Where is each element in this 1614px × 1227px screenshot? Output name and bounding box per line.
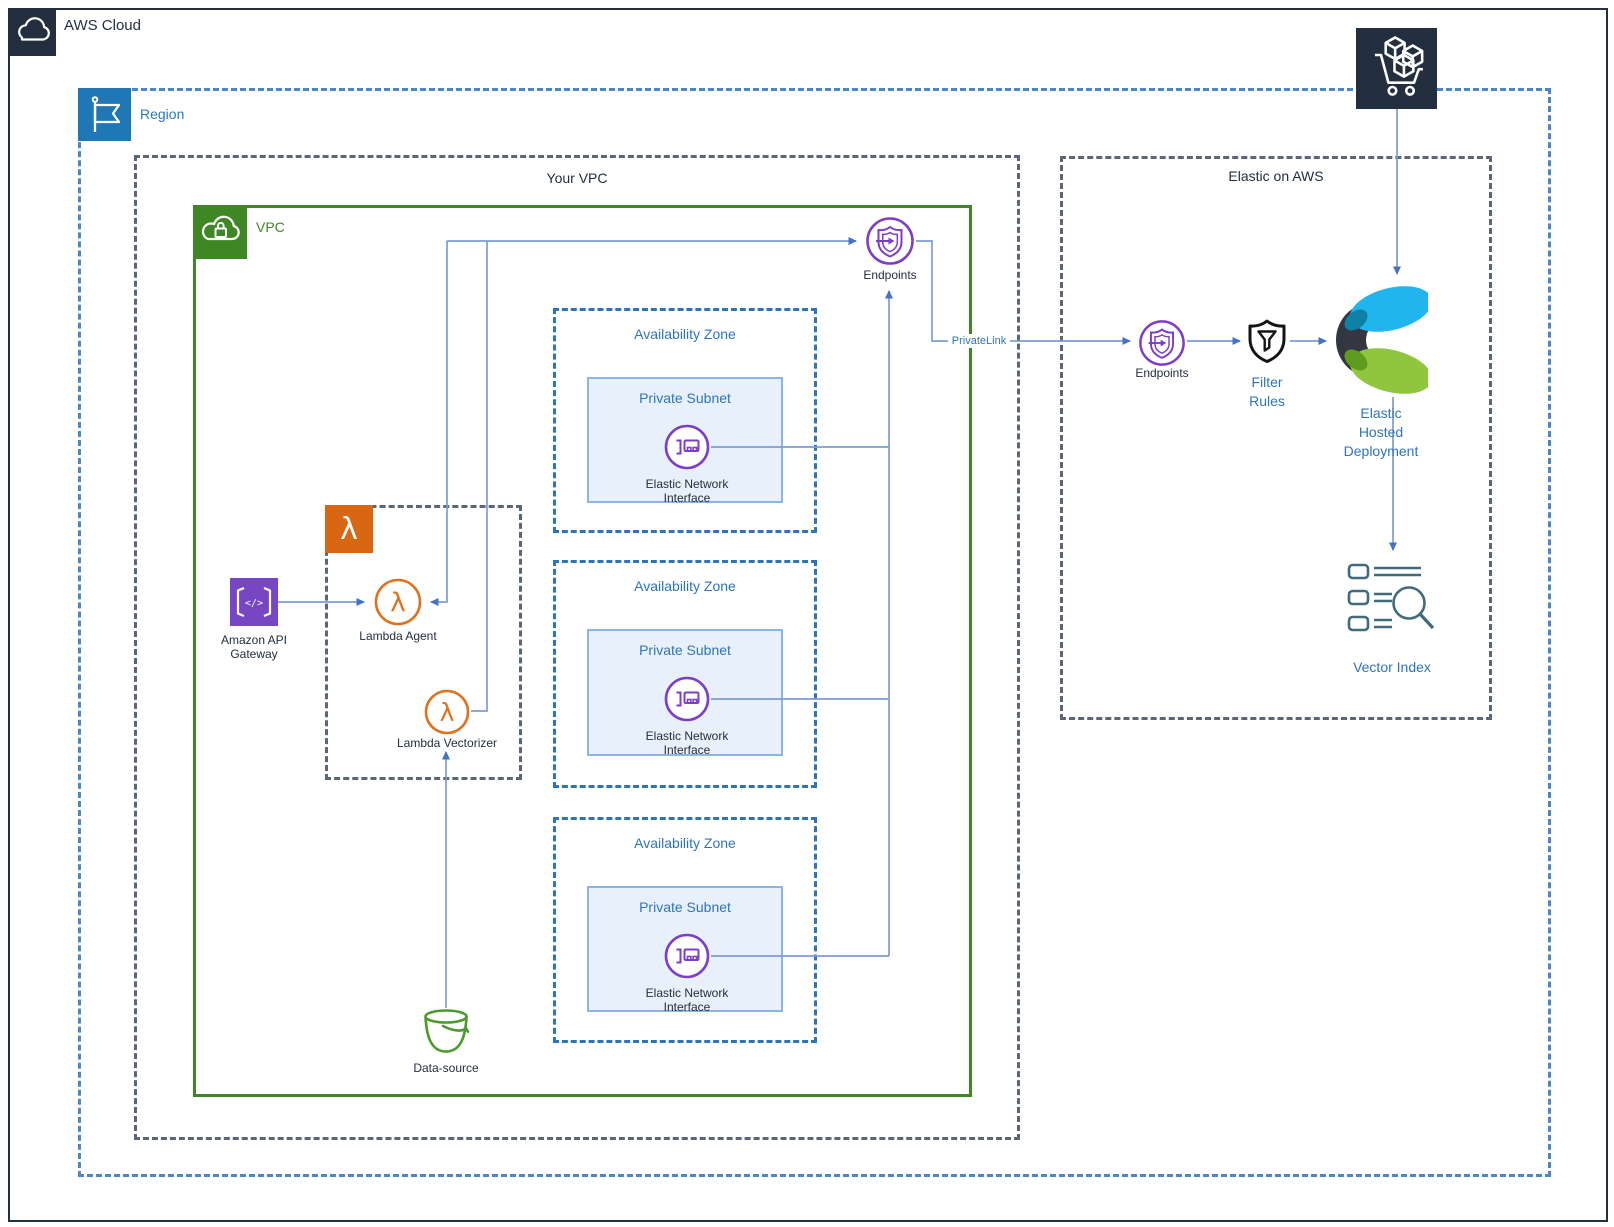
- lambda-icon: λ: [325, 505, 373, 553]
- az1-title: Availability Zone: [634, 326, 736, 342]
- elastic-on-aws-title: Elastic on AWS: [1228, 168, 1324, 184]
- data-source-icon: [420, 1006, 472, 1058]
- aws-cloud-label: AWS Cloud: [64, 17, 141, 34]
- endpoints-elastic-icon: [1138, 319, 1186, 367]
- eni-3-label-line1: Elastic Network: [645, 986, 729, 1000]
- filter-rules-icon: [1247, 319, 1287, 363]
- elastic-label-line1: Elastic: [1360, 405, 1402, 421]
- api-gateway-icon: </>: [230, 578, 278, 626]
- private-subnet-3-box: [587, 886, 783, 1012]
- elastic-logo: [1334, 281, 1433, 399]
- svg-text:λ: λ: [390, 588, 405, 618]
- vpc-icon: [193, 205, 247, 259]
- region-label: Region: [140, 106, 185, 122]
- lambda-vectorizer-label: Lambda Vectorizer: [396, 736, 498, 750]
- eni-2-label-line1: Elastic Network: [645, 729, 729, 743]
- az2-title: Availability Zone: [634, 578, 736, 594]
- lambda-group-box: [325, 505, 522, 780]
- az3-title: Availability Zone: [634, 835, 736, 851]
- elastic-label-line2: Hosted: [1358, 424, 1404, 440]
- aws-cloud-icon: [8, 8, 56, 56]
- data-source-label: Data-source: [413, 1061, 479, 1075]
- vector-index-label: Vector Index: [1353, 659, 1431, 675]
- lambda-agent-icon: λ: [373, 577, 423, 627]
- elastic-label-line3: Deployment: [1343, 443, 1419, 459]
- availability-zone-2-box: [553, 560, 817, 788]
- vector-index-icon: [1347, 562, 1439, 648]
- api-gateway-label-line1: Amazon API: [220, 633, 288, 647]
- api-gateway-label-line2: Gateway: [230, 647, 278, 661]
- vpc-group-box: [193, 205, 972, 1097]
- availability-zone-1-box: [553, 308, 817, 533]
- filter-rules-label-line2: Rules: [1249, 393, 1285, 409]
- eni-1-label-line2: Interface: [663, 491, 711, 505]
- svg-text:</>: </>: [245, 598, 263, 609]
- your-vpc-group-box: [134, 155, 1020, 1140]
- private-subnet-1-title: Private Subnet: [639, 390, 731, 406]
- vpc-label: VPC: [256, 219, 285, 235]
- eni-1-label-line1: Elastic Network: [645, 477, 729, 491]
- eni-3-label-line2: Interface: [663, 1000, 711, 1014]
- lambda-vectorizer-icon: λ: [423, 688, 471, 736]
- endpoints-vpc-label: Endpoints: [863, 268, 917, 282]
- aws-cloud-group-box: [8, 8, 1608, 1222]
- availability-zone-3-box: [553, 817, 817, 1043]
- svg-text:λ: λ: [340, 512, 358, 547]
- private-subnet-3-title: Private Subnet: [639, 899, 731, 915]
- endpoints-vpc-icon: [865, 216, 915, 266]
- endpoints-elastic-label: Endpoints: [1135, 366, 1189, 380]
- region-group-box: [78, 88, 1551, 1177]
- region-icon: [78, 88, 131, 141]
- eni-2-icon: [663, 675, 711, 723]
- privatelink-label: PrivateLink: [948, 334, 1010, 348]
- your-vpc-title: Your VPC: [546, 170, 608, 186]
- eni-3-icon: [663, 932, 711, 980]
- private-subnet-2-title: Private Subnet: [639, 642, 731, 658]
- lambda-agent-label: Lambda Agent: [359, 629, 437, 643]
- filter-rules-label-line1: Filter: [1251, 374, 1283, 390]
- svg-text:λ: λ: [440, 698, 455, 727]
- eni-1-icon: [663, 423, 711, 471]
- marketplace-icon: [1356, 28, 1437, 109]
- elastic-on-aws-group-box: [1060, 156, 1492, 720]
- eni-2-label-line2: Interface: [663, 743, 711, 757]
